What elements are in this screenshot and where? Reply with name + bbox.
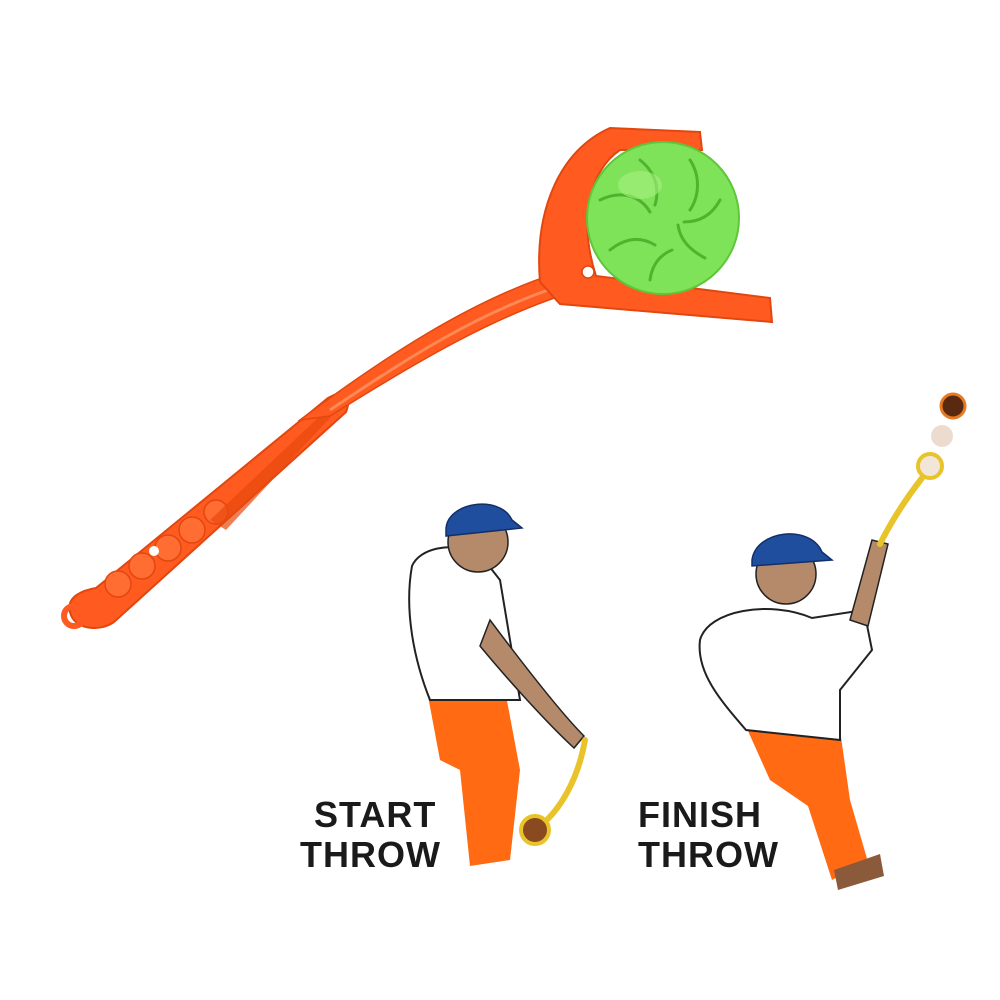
start-caption-line2: THROW bbox=[300, 834, 441, 875]
finish-throw-caption: FINISH THROW bbox=[638, 795, 779, 875]
finish-caption-line1: FINISH bbox=[638, 794, 763, 835]
ball-launcher-icon bbox=[61, 126, 774, 629]
thrower-start-figure bbox=[408, 503, 588, 866]
start-caption-line1: START bbox=[314, 794, 437, 835]
thrower-finish-figure bbox=[698, 392, 967, 890]
start-throw-caption: START THROW bbox=[300, 795, 441, 875]
ball-icon bbox=[586, 141, 740, 295]
finish-caption-line2: THROW bbox=[638, 834, 779, 875]
